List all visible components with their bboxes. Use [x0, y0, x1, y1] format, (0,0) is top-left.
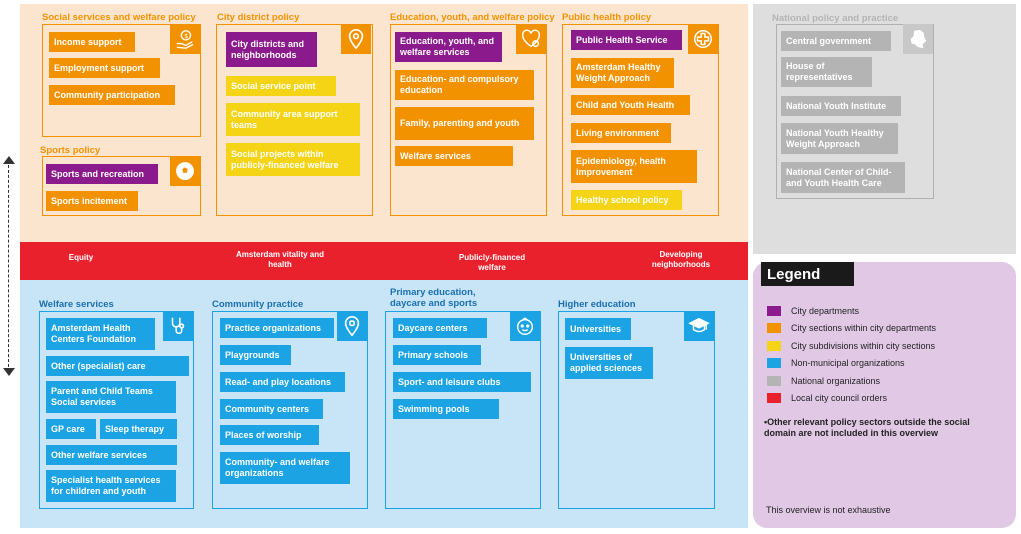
baby-face-icon: [510, 311, 540, 341]
box-social-service-point: Social service point: [226, 76, 336, 96]
box-universities: Universities: [565, 318, 631, 340]
box-gp-care: GP care: [46, 419, 96, 439]
box-social-projects: Social projects within publicly-financed…: [226, 143, 360, 176]
section-title-higher: Higher education: [558, 299, 636, 310]
medical-cross-icon: [688, 24, 718, 54]
section-title-sports: Sports policy: [40, 145, 101, 156]
box-other-welfare-services: Other welfare services: [46, 445, 177, 465]
section-frame-social: [42, 24, 201, 137]
legend-label-city-subdivisions: City subdivisions within city sections: [791, 341, 936, 351]
section-title-welfare: Welfare services: [39, 299, 114, 310]
legend-footer: This overview is not exhaustive: [766, 505, 891, 515]
box-employment-support: Employment support: [49, 58, 160, 78]
box-community-participation: Community participation: [49, 85, 175, 105]
box-practice-organizations: Practice organizations: [220, 318, 334, 338]
legend-label-city-departments: City departments: [791, 306, 860, 316]
box-living-environment: Living environment: [571, 123, 671, 143]
box-national-center-health-care: National Center of Child- and Youth Heal…: [781, 162, 905, 193]
box-public-health-service: Public Health Service: [571, 30, 682, 50]
council-order-welfare: Publicly-financed welfare: [458, 253, 526, 272]
box-daycare-centers: Daycare centers: [393, 318, 487, 338]
box-healthy-weight-approach: Amsterdam Healthy Weight Approach: [571, 58, 674, 88]
box-family-parenting: Family, parenting and youth: [395, 107, 534, 140]
box-income-support: Income support: [49, 32, 135, 52]
legend-swatch-city-subdivisions: [767, 341, 781, 351]
section-title-education: Education, youth, and welfare policy: [390, 12, 555, 23]
council-order-vitality: Amsterdam vitality and health: [235, 250, 325, 269]
map-pin-icon: [337, 311, 367, 341]
legend-note: •Other relevant policy sectors outside t…: [764, 417, 970, 438]
box-central-government: Central government: [781, 31, 891, 51]
box-read-play-locations: Read- and play locations: [220, 372, 345, 392]
legend-swatch-non-municipal: [767, 358, 781, 368]
section-frame-sports: [42, 156, 201, 216]
vertical-double-arrow: [8, 160, 9, 372]
box-sports-recreation: Sports and recreation: [46, 164, 158, 184]
section-title-community: Community practice: [212, 299, 304, 310]
money-hand-icon: $: [170, 24, 200, 54]
box-parent-child-teams: Parent and Child Teams Social services: [46, 381, 176, 413]
arrow-down-icon: [3, 368, 15, 376]
section-title-primary: Primary education, daycare and sports: [390, 287, 478, 309]
legend-title: Legend: [761, 262, 854, 286]
svg-text:$: $: [184, 32, 188, 40]
legend-swatch-national: [767, 376, 781, 386]
section-frame-education: [390, 24, 547, 216]
netherlands-map-icon: [903, 24, 933, 54]
section-frame-primary: [385, 311, 541, 509]
box-national-youth-institute: National Youth Institute: [781, 96, 901, 116]
legend-swatch-council-orders: [767, 393, 781, 403]
council-order-neighborhoods: Developing neighborhoods: [651, 250, 711, 269]
box-house-representatives: House of representatives: [781, 57, 872, 87]
box-primary-schools: Primary schools: [393, 345, 481, 365]
legend-panel: [753, 262, 1016, 528]
graduation-cap-icon: [684, 311, 714, 341]
box-swimming-pools: Swimming pools: [393, 399, 499, 419]
box-national-weight-approach: National Youth Healthy Weight Approach: [781, 123, 898, 154]
box-amsterdam-health-centers: Amsterdam Health Centers Foundation: [46, 318, 155, 350]
council-order-equity: Equity: [68, 253, 94, 262]
box-other-specialist-care: Other (specialist) care: [46, 356, 189, 376]
box-welfare-services: Welfare services: [395, 146, 513, 166]
legend-swatch-city-sections: [767, 323, 781, 333]
box-community-welfare-orgs: Community- and welfare organizations: [220, 452, 350, 484]
section-title-national: National policy and practice: [772, 13, 899, 24]
section-title-social: Social services and welfare policy: [42, 12, 196, 23]
football-icon: [170, 156, 200, 186]
section-title-district: City district policy: [217, 12, 300, 23]
stethoscope-icon: [163, 311, 193, 341]
box-education-youth-services: Education, youth, and welfare services: [395, 32, 502, 62]
council-orders-band: [20, 242, 748, 280]
box-sleep-therapy: Sleep therapy: [100, 419, 177, 439]
section-title-health: Public health policy: [562, 12, 652, 23]
section-frame-community: [212, 311, 368, 509]
box-community-centers: Community centers: [220, 399, 323, 419]
legend-label-council-orders: Local city council orders: [791, 393, 888, 403]
box-epidemiology: Epidemiology, health improvement: [571, 150, 697, 183]
box-community-area-teams: Community area support teams: [226, 103, 360, 136]
arrow-up-icon: [3, 156, 15, 164]
box-compulsory-education: Education- and compulsory education: [395, 70, 534, 100]
box-healthy-school-policy: Healthy school policy: [571, 190, 682, 210]
legend-label-city-sections: City sections within city departments: [791, 323, 937, 333]
section-frame-national: [776, 24, 934, 199]
box-playgrounds: Playgrounds: [220, 345, 291, 365]
section-frame-higher: [558, 311, 715, 509]
box-sports-incitement: Sports incitement: [46, 191, 138, 211]
legend-label-non-municipal: Non-municipal organizations: [791, 358, 905, 368]
box-sport-leisure-clubs: Sport- and leisure clubs: [393, 372, 531, 392]
section-frame-welfare: [39, 311, 194, 509]
legend-swatch-city-departments: [767, 306, 781, 316]
map-pin-icon: [341, 24, 371, 54]
section-frame-health: [562, 24, 719, 216]
box-universities-applied: Universities of applied sciences: [565, 347, 653, 379]
box-places-of-worship: Places of worship: [220, 425, 319, 445]
box-city-districts: City districts and neighborhoods: [226, 32, 317, 67]
section-frame-district: [216, 24, 373, 216]
box-child-youth-health: Child and Youth Health: [571, 95, 690, 115]
heart-hand-icon: [516, 24, 546, 54]
box-specialist-health-youth: Specialist health services for children …: [46, 470, 176, 502]
legend-label-national: National organizations: [791, 376, 881, 386]
